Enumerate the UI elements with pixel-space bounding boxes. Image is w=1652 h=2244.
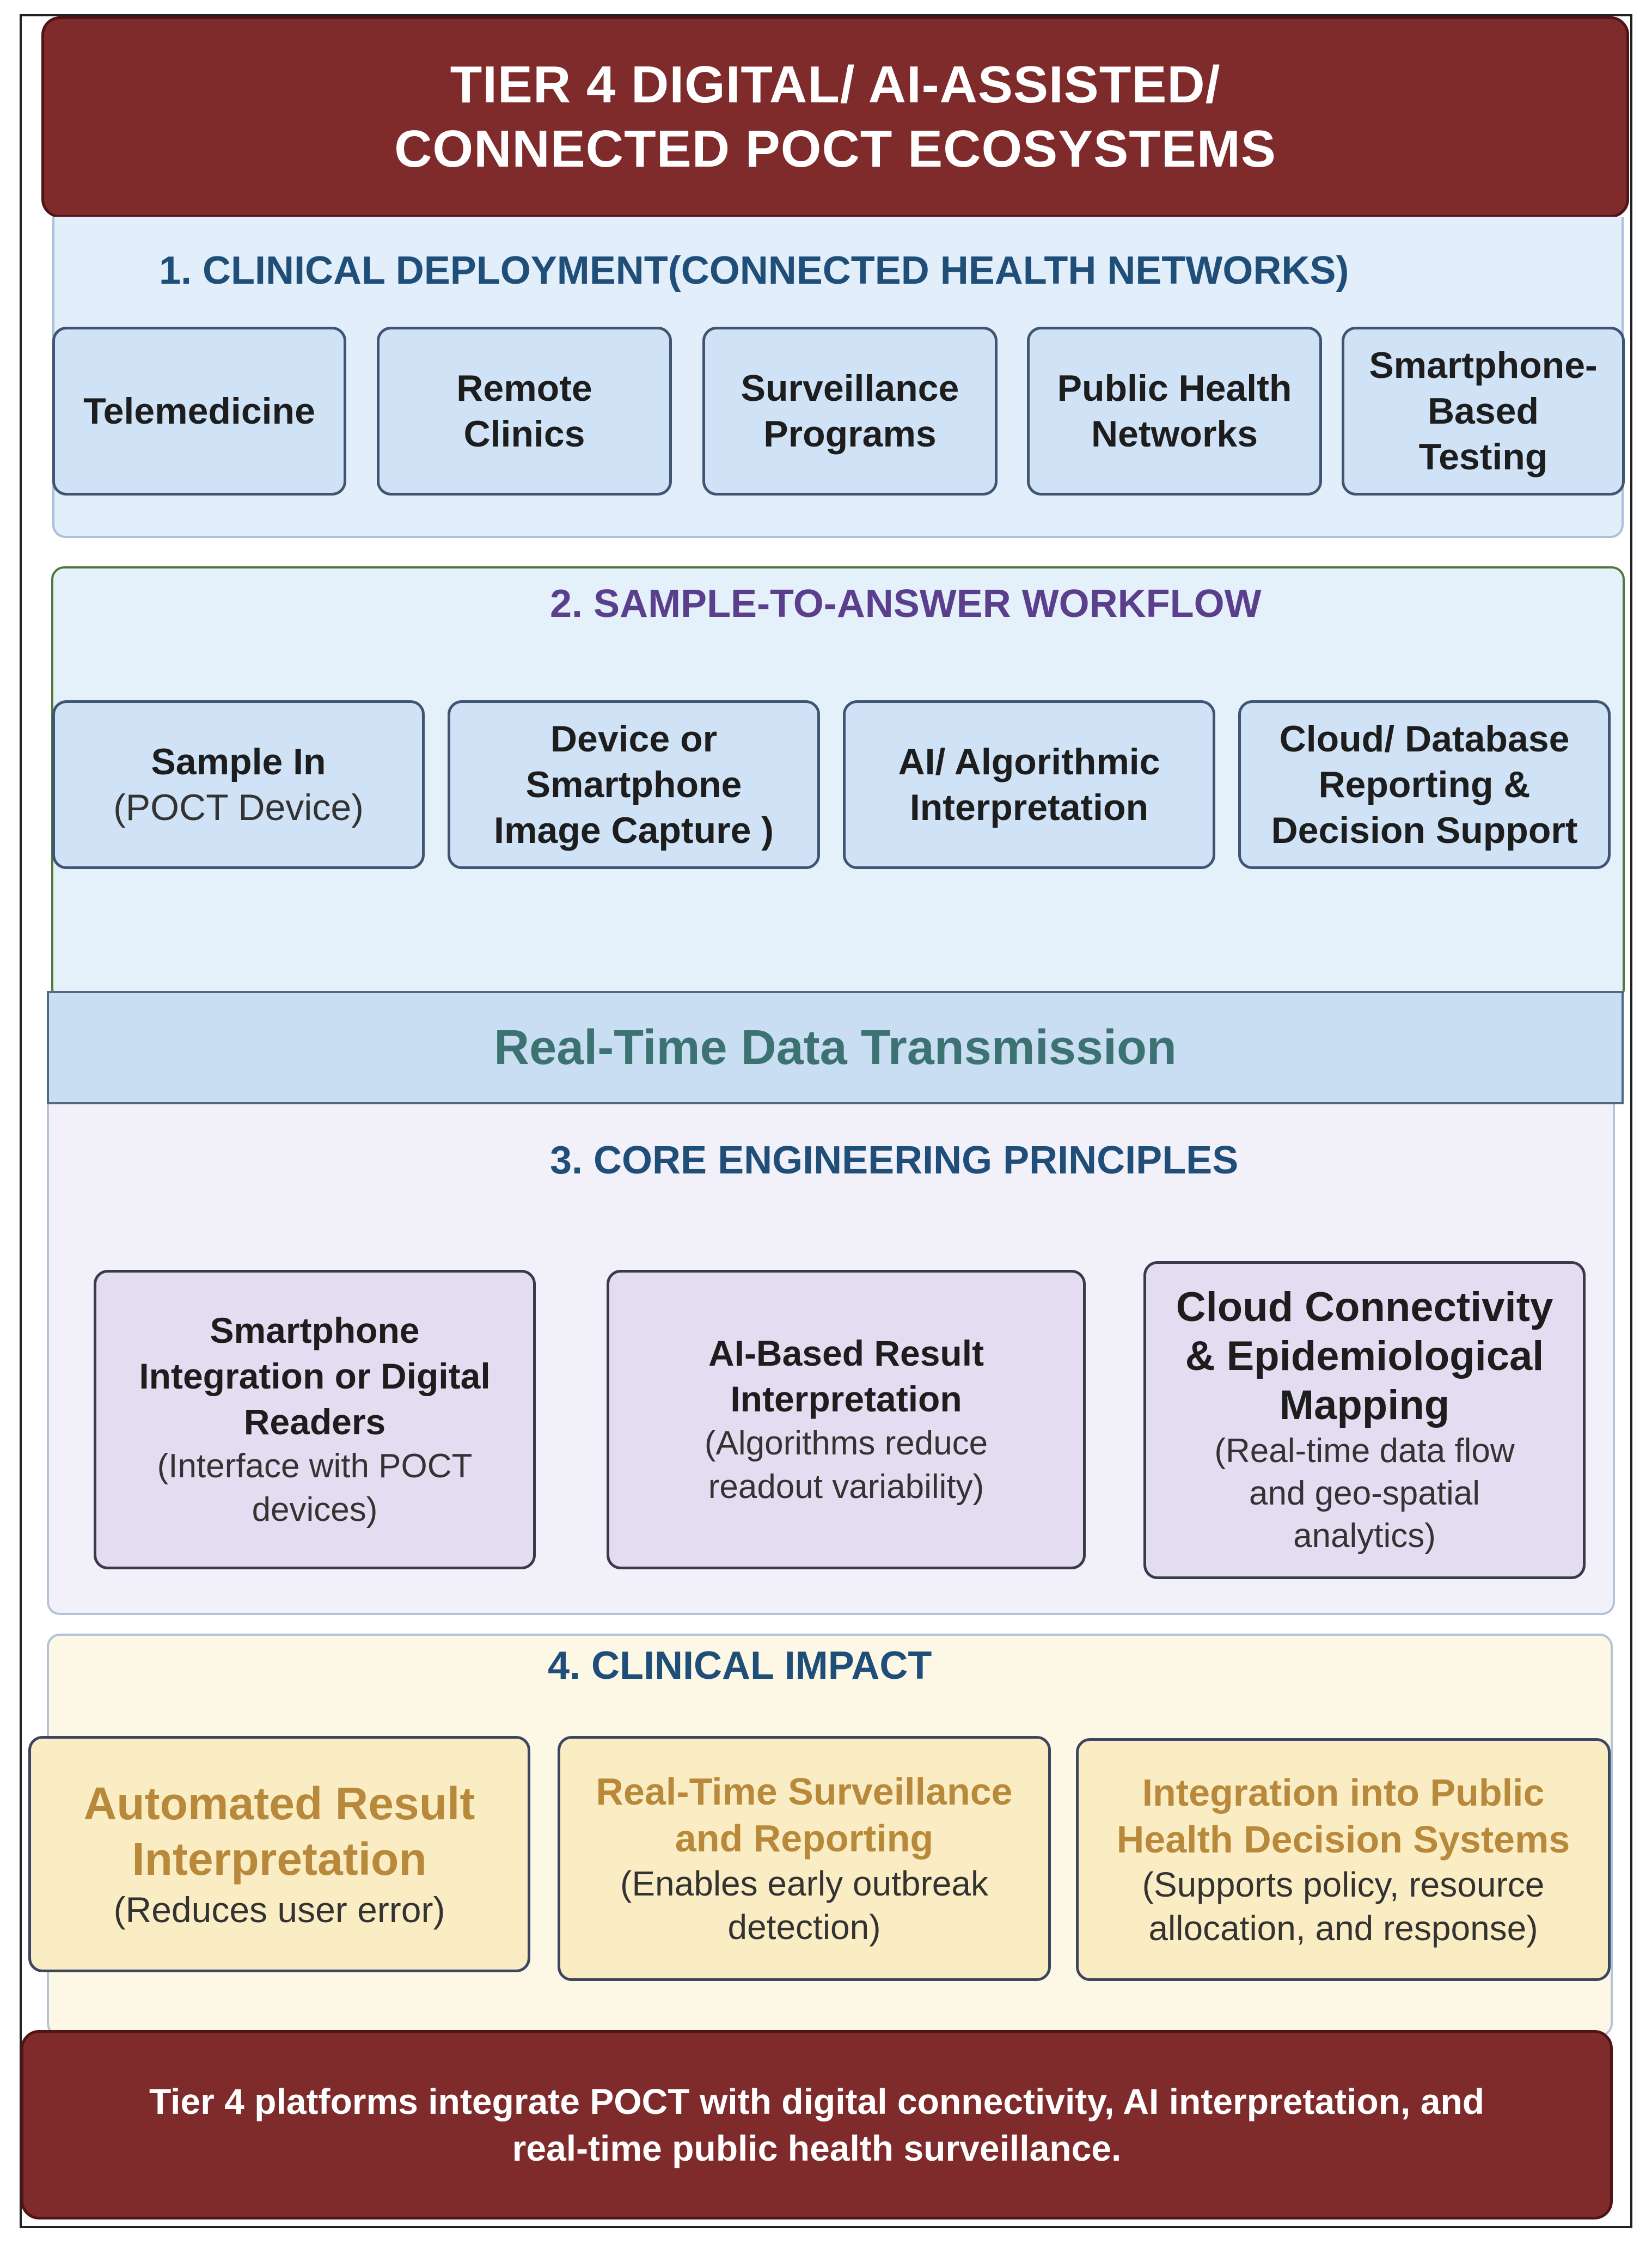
card-line: Automated Result	[83, 1778, 475, 1829]
card-line: Interpretation	[730, 1379, 962, 1419]
card-telemedicine: Telemedicine	[52, 327, 346, 496]
card-line: Interpretation	[132, 1833, 427, 1885]
card-subline: analytics)	[1293, 1517, 1436, 1555]
card-ai-interpretation: AI/ Algorithmic Interpretation	[843, 700, 1215, 869]
card-line: Testing	[1418, 436, 1548, 478]
card-subline: (Real-time data flow	[1214, 1432, 1515, 1470]
card-line: Cloud/ Database	[1279, 718, 1570, 760]
card-ai-result-interpretation: AI-Based Result Interpretation (Algorith…	[607, 1270, 1086, 1569]
card-line: AI/ Algorithmic	[898, 741, 1160, 782]
card-cloud-reporting: Cloud/ Database Reporting & Decision Sup…	[1238, 700, 1611, 869]
section-2-title: 2. SAMPLE-TO-ANSWER WORKFLOW	[550, 582, 1262, 626]
card-line: Health Decision Systems	[1116, 1818, 1570, 1861]
card-line: AI-Based Result	[708, 1333, 984, 1373]
card-line: Integration into Public	[1142, 1771, 1545, 1814]
section-1-title: 1. CLINICAL DEPLOYMENT(CONNECTED HEALTH …	[159, 249, 1349, 292]
card-subline: (Enables early outbreak	[620, 1864, 988, 1903]
card-subline: devices)	[252, 1491, 378, 1528]
section-4-title: 4. CLINICAL IMPACT	[548, 1644, 932, 1687]
card-line: Networks	[1091, 413, 1258, 455]
footer-banner: Tier 4 platforms integrate POCT with dig…	[21, 2030, 1613, 2219]
header-banner: TIER 4 DIGITAL/ AI-ASSISTED/ CONNECTED P…	[41, 16, 1629, 218]
card-line: Device or	[550, 718, 718, 760]
card-line: Programs	[763, 413, 937, 455]
footer-line-2: real-time public health surveillance.	[512, 2128, 1122, 2168]
card-line: & Epidemiological	[1185, 1333, 1544, 1379]
card-line: Real-Time Surveillance	[596, 1770, 1013, 1813]
card-line: Cloud Connectivity	[1176, 1284, 1553, 1330]
card-line: Interpretation	[909, 787, 1149, 828]
card-line: Smartphone	[525, 764, 742, 805]
card-subline: and geo-spatial	[1249, 1475, 1480, 1512]
card-sample-in: Sample In (POCT Device)	[52, 700, 425, 869]
card-surveillance-programs: Surveillance Programs	[702, 327, 998, 496]
card-smartphone-integration: Smartphone Integration or Digital Reader…	[94, 1270, 536, 1569]
transmission-label: Real-Time Data Transmission	[494, 1020, 1177, 1075]
card-line: Smartphone-	[1369, 345, 1598, 386]
card-cloud-connectivity: Cloud Connectivity & Epidemiological Map…	[1143, 1261, 1586, 1579]
card-line: Mapping	[1279, 1382, 1450, 1428]
card-remote-clinics: Remote Clinics	[377, 327, 672, 496]
card-image-capture: Device or Smartphone Image Capture )	[448, 700, 820, 869]
card-subline: (POCT Device)	[113, 787, 364, 828]
card-subline: (Interface with POCT	[157, 1447, 473, 1485]
card-line: Based	[1427, 390, 1539, 432]
card-subline: (Reduces user error)	[113, 1890, 445, 1930]
card-line: Public Health	[1057, 368, 1292, 409]
card-smartphone-based-testing: Smartphone- Based Testing	[1342, 327, 1625, 496]
card-public-health-integration: Integration into Public Health Decision …	[1076, 1738, 1611, 1981]
card-line: Remote	[456, 368, 592, 409]
card-subline: allocation, and response)	[1148, 1909, 1538, 1948]
section-3-title: 3. CORE ENGINEERING PRINCIPLES	[550, 1139, 1239, 1182]
real-time-transmission-bar: Real-Time Data Transmission	[47, 991, 1624, 1104]
card-line: Telemedicine	[83, 390, 315, 432]
card-line: and Reporting	[675, 1817, 934, 1860]
card-automated-result: Automated Result Interpretation (Reduces…	[28, 1736, 530, 1972]
card-subline: detection)	[727, 1907, 881, 1947]
card-line: Sample In	[151, 741, 326, 782]
card-line: Clinics	[463, 413, 585, 455]
card-line: Reporting &	[1318, 764, 1531, 805]
card-real-time-surveillance: Real-Time Surveillance and Reporting (En…	[558, 1736, 1051, 1981]
card-line: Decision Support	[1271, 810, 1578, 851]
card-line: Smartphone	[210, 1310, 420, 1350]
card-line: Integration or Digital	[139, 1356, 491, 1396]
card-line: Readers	[243, 1402, 386, 1442]
header-title-line-2: CONNECTED POCT ECOSYSTEMS	[394, 120, 1276, 178]
card-subline: readout variability)	[708, 1468, 984, 1506]
card-subline: (Algorithms reduce	[704, 1424, 988, 1462]
card-line: Image Capture )	[494, 810, 774, 851]
card-subline: (Supports policy, resource	[1142, 1865, 1545, 1904]
card-line: Surveillance	[741, 368, 959, 409]
header-title-line-1: TIER 4 DIGITAL/ AI-ASSISTED/	[450, 56, 1221, 114]
footer-line-1: Tier 4 platforms integrate POCT with dig…	[149, 2081, 1485, 2121]
card-public-health-networks: Public Health Networks	[1027, 327, 1322, 496]
